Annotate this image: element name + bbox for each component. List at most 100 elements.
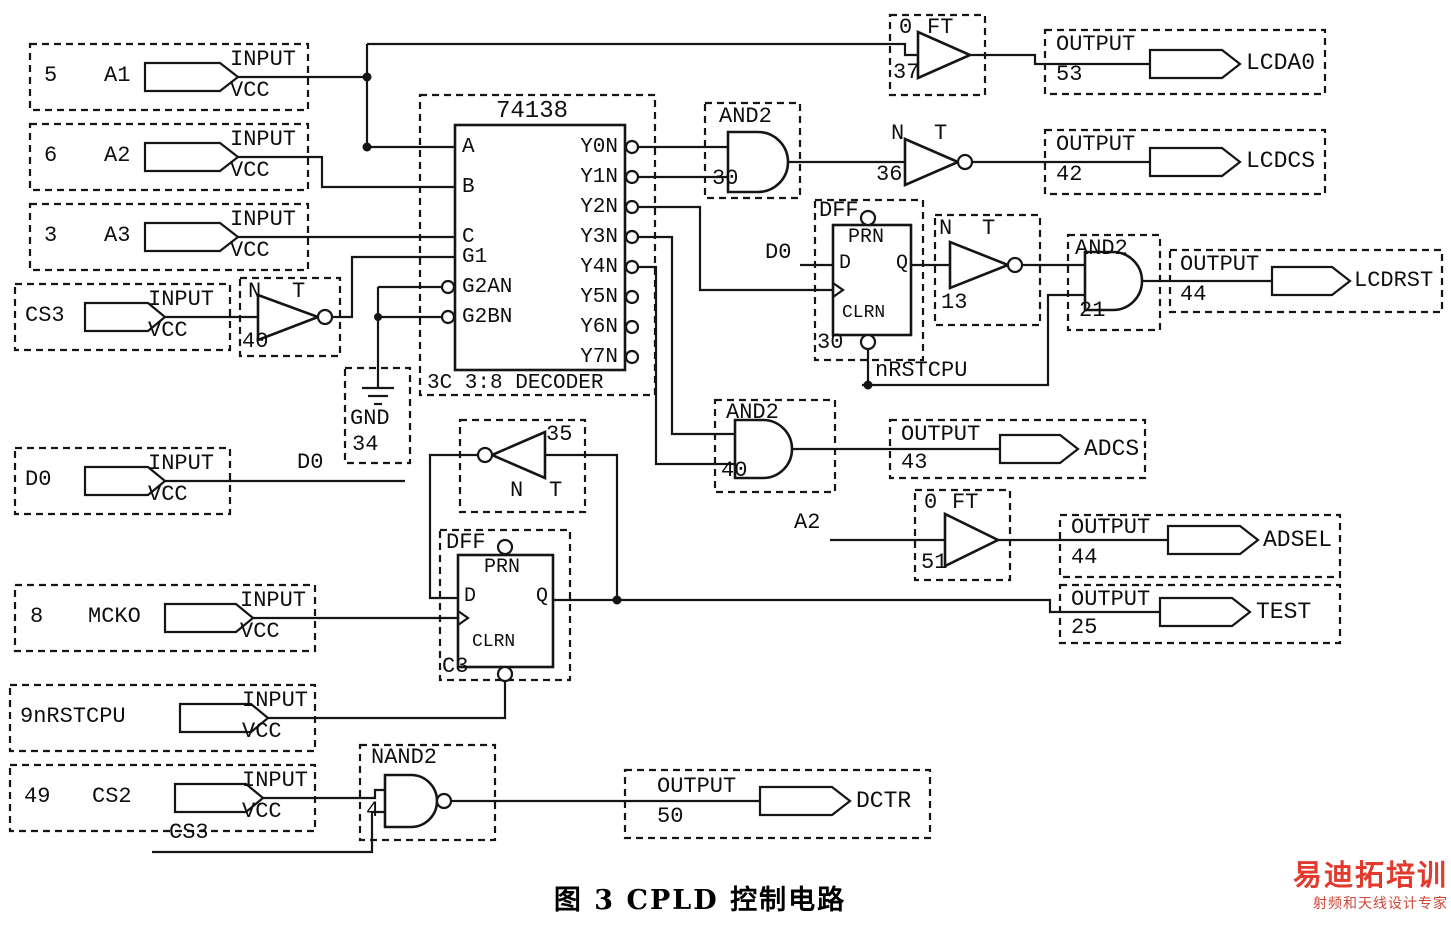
dffc3-q: Q — [536, 585, 549, 608]
wire — [238, 155, 455, 189]
wires — [152, 42, 1272, 854]
nand4-label: NAND2 — [371, 745, 438, 770]
signal-tag — [163, 602, 255, 634]
signal-name: A1 — [104, 63, 131, 88]
inversion-bubble — [496, 665, 514, 683]
decoder-pin-g1: G1 — [462, 246, 488, 269]
dff30-ref: 30 — [817, 330, 844, 355]
and-gate-40 — [733, 418, 794, 480]
wire — [263, 788, 385, 800]
power-label: VCC — [148, 482, 188, 507]
inversion-bubble — [476, 446, 494, 464]
wire — [367, 42, 918, 57]
not13-label-n: N — [939, 216, 953, 241]
not35-label-t: T — [549, 478, 563, 503]
port-type: INPUT — [230, 207, 297, 232]
decoder-box — [418, 93, 657, 397]
decoder-pin-g2bn: G2BN — [462, 306, 513, 329]
input-box-cs3 — [13, 282, 232, 352]
nand-gate-4 — [383, 773, 439, 829]
inversion-bubble — [316, 308, 334, 326]
inversion-bubble — [859, 209, 877, 227]
decoder-pin-g2an: G2AN — [462, 276, 513, 299]
junction-dot — [362, 72, 372, 82]
and30-label: AND2 — [719, 104, 772, 129]
port-type: INPUT — [242, 768, 309, 793]
signal-tag — [1166, 524, 1260, 556]
not13-label-t: T — [982, 216, 996, 241]
inversion-bubble — [624, 169, 640, 185]
watermark: 易迪拓培训 射频和天线设计专家 — [1278, 860, 1448, 913]
dff30-d: D — [839, 252, 852, 275]
gnd-box — [343, 366, 412, 465]
not36-label-t: T — [934, 121, 948, 146]
inversion-bubble — [624, 229, 640, 245]
net-label-nrstcpu: nRSTCPU — [875, 358, 968, 383]
dashed-boxes — [8, 13, 1444, 842]
dffc3-label: DFF — [446, 530, 486, 555]
not35-box — [458, 418, 587, 514]
signal-name: CS2 — [92, 784, 132, 809]
buf51-ref: 51 — [921, 550, 948, 575]
net-label-cs3: CS3 — [169, 820, 209, 845]
dffc3-clrn: CLRN — [472, 632, 516, 652]
buf37-label-ft: FT — [927, 15, 954, 40]
nand4-ref: 4 — [366, 798, 380, 823]
wire — [545, 453, 619, 600]
signal-tag — [143, 141, 240, 173]
junction-dot — [374, 313, 382, 321]
gnd-label: GND — [350, 406, 390, 431]
wire — [862, 293, 1085, 387]
port-type: INPUT — [230, 127, 297, 152]
not-gate-35 — [488, 430, 547, 480]
input-box-a3 — [28, 202, 310, 272]
port-type: INPUT — [148, 287, 215, 312]
not36-label-n: N — [891, 121, 905, 146]
power-label: VCC — [230, 78, 270, 103]
signal-tag — [173, 782, 265, 814]
dff30-q: Q — [896, 252, 909, 275]
output-box-adsel — [1058, 513, 1342, 579]
inversion-bubble — [859, 333, 877, 351]
input-tags — [83, 61, 270, 814]
inversion-bubble — [956, 153, 974, 171]
signal-tag — [998, 433, 1080, 465]
pin-number: 50 — [657, 804, 684, 829]
wire — [428, 453, 478, 600]
not35-label-n: N — [510, 478, 524, 503]
signal-name: ADCS — [1084, 436, 1140, 462]
wire — [970, 53, 1150, 66]
inversion-bubble — [435, 792, 453, 810]
port-type: INPUT — [242, 688, 309, 713]
output-box-dctr — [623, 768, 932, 840]
wire — [553, 598, 1160, 614]
signal-name: A3 — [104, 223, 131, 248]
signal-name: LCDCS — [1246, 148, 1316, 174]
and30-ref: 30 — [712, 166, 739, 191]
buf51-label-0: 0 — [924, 490, 938, 515]
inversion-bubble — [496, 538, 514, 556]
pin-number: 49 — [24, 784, 51, 809]
pin-number: 44 — [1071, 545, 1098, 570]
and40-box — [713, 398, 837, 494]
buf51-label-ft: FT — [952, 490, 979, 515]
output-box-lcda0 — [1043, 28, 1327, 96]
input-box-d0 — [13, 446, 232, 516]
power-label: VCC — [242, 719, 282, 744]
power-label: VCC — [230, 158, 270, 183]
inversion-bubble — [1006, 256, 1024, 274]
power-label: VCC — [148, 318, 188, 343]
signal-tag — [758, 785, 852, 817]
signal-tag — [1148, 146, 1242, 178]
inversion-bubble — [440, 279, 456, 295]
and40-label: AND2 — [726, 400, 779, 425]
port-type: INPUT — [230, 47, 297, 72]
wire — [638, 205, 833, 292]
dffc3-ref: C3 — [442, 654, 469, 679]
input-box-mcko — [13, 583, 317, 653]
and21-box — [1066, 233, 1162, 332]
dffc3-prn: PRN — [484, 556, 521, 579]
not40-label-n: N — [248, 279, 262, 304]
inversion-bubbles — [316, 139, 1024, 810]
